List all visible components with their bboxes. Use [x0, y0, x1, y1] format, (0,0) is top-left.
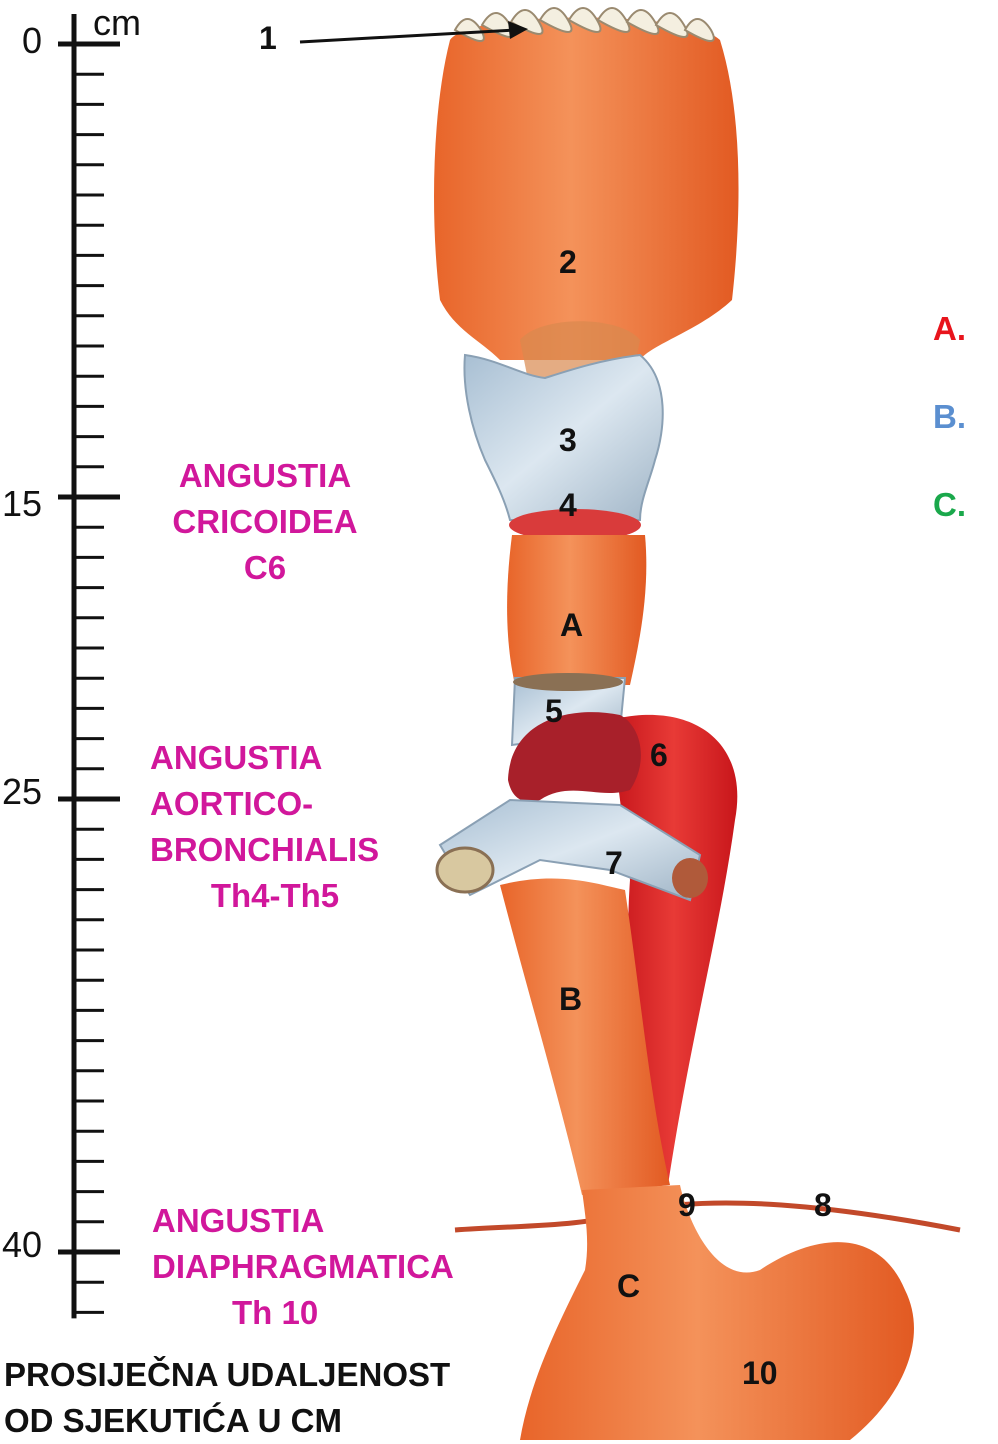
tick-label-40: 40: [2, 1224, 42, 1266]
legend-a: A.: [933, 310, 966, 348]
segment-c: C: [617, 1268, 640, 1305]
diaphragm-line: [455, 1203, 960, 1230]
scale-unit: cm: [93, 2, 141, 44]
label-2: 2: [559, 244, 577, 281]
legend-c: C.: [933, 486, 966, 524]
legend-b: B.: [933, 398, 966, 436]
tick-label-0: 0: [22, 20, 42, 62]
label-8: 8: [814, 1187, 832, 1224]
tick-label-25: 25: [2, 771, 42, 813]
pharynx: [434, 18, 739, 361]
segment-a: A: [560, 607, 583, 644]
segment-b: B: [559, 981, 582, 1018]
label-7: 7: [605, 845, 623, 882]
scale-caption: PROSIJEČNA UDALJENOST OD SJEKUTIĆA U CM: [4, 1352, 450, 1444]
constriction-diaphragmatic: ANGUSTIA DIAPHRAGMATICA Th 10: [152, 1198, 488, 1336]
ruler: [58, 14, 120, 1318]
label-1: 1: [259, 20, 277, 57]
label-5: 5: [545, 693, 563, 730]
label-3: 3: [559, 422, 577, 459]
label-6: 6: [650, 737, 668, 774]
constriction-cricoid: ANGUSTIA CRICOIDEA C6: [150, 453, 380, 591]
label-10: 10: [742, 1355, 778, 1392]
label-9: 9: [678, 1187, 696, 1224]
constriction-aortico-bronchial: ANGUSTIA AORTICO- BRONCHIALIS Th4-Th5: [150, 735, 400, 919]
tick-label-15: 15: [2, 483, 42, 525]
label-4: 4: [559, 487, 577, 524]
